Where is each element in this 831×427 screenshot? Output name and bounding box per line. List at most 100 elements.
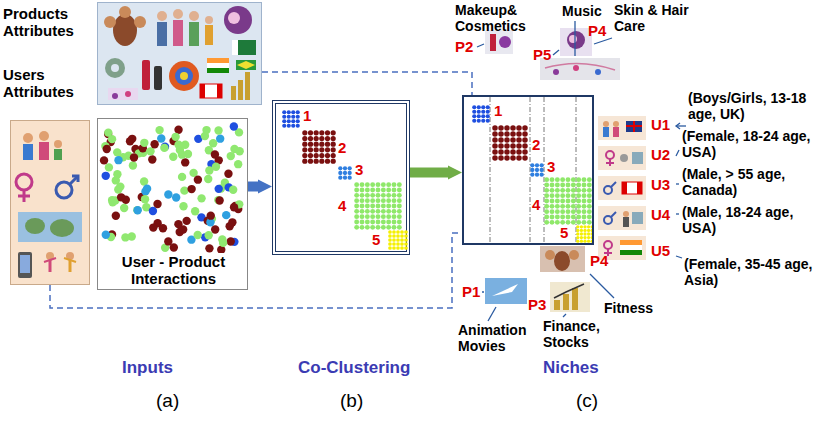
interaction-dot	[140, 177, 148, 185]
cluster-dot	[591, 229, 592, 232]
interaction-dot	[150, 140, 158, 148]
interaction-dot	[121, 233, 129, 241]
interaction-dot	[171, 133, 179, 141]
cluster-dot	[381, 225, 386, 230]
cluster-dot	[365, 220, 370, 225]
cluster-dot	[386, 204, 391, 209]
attribute-panel: Users Attributes	[10, 120, 90, 285]
cluster-dot	[370, 188, 375, 193]
interaction-dot	[112, 212, 120, 220]
cluster-dot	[392, 193, 397, 198]
cluster-dot	[282, 124, 286, 128]
cluster-dot	[392, 238, 396, 242]
interaction-dot	[204, 231, 212, 239]
cluster-dot	[550, 193, 555, 198]
cluster-dot	[544, 177, 549, 182]
cluster-dot	[582, 209, 587, 214]
illustration-part	[567, 31, 585, 49]
cluster-dot	[587, 215, 592, 220]
cluster-dot	[331, 136, 336, 141]
connector	[262, 72, 472, 95]
interaction-dot	[149, 207, 157, 215]
cluster-dot	[370, 198, 375, 203]
cluster-dot	[571, 204, 576, 209]
cluster-dot	[481, 110, 485, 114]
cluster-dot	[583, 236, 586, 239]
cluster-dot	[365, 198, 370, 203]
user-id: U4	[651, 206, 670, 223]
illustration-part	[70, 176, 78, 184]
interaction-dot	[230, 145, 238, 153]
interaction-dot	[130, 153, 138, 161]
cluster-dot	[308, 153, 313, 158]
cluster-dot	[381, 214, 386, 219]
illustration-part	[23, 133, 33, 143]
cluster-dot	[397, 193, 402, 198]
cluster-dot	[302, 159, 307, 164]
cluster-dot	[560, 215, 565, 220]
cluster-dot	[580, 236, 583, 239]
cluster-dot	[492, 131, 498, 137]
illustration-part	[620, 154, 628, 162]
illustration-part	[69, 260, 72, 272]
interaction-dot	[120, 204, 128, 212]
cluster-dot	[325, 159, 330, 164]
cluster-dot	[381, 220, 386, 225]
cluster-dot	[376, 225, 381, 230]
cluster-dot	[516, 149, 522, 155]
cluster-dot	[576, 215, 581, 220]
cluster-dot	[481, 119, 485, 123]
niche-matrix: 12345	[462, 95, 594, 245]
cluster-dot	[535, 168, 539, 172]
cluster-dot	[583, 225, 586, 228]
cluster-dot	[587, 209, 592, 214]
illustration-part	[485, 278, 527, 304]
interaction-dot	[227, 152, 235, 160]
cluster-dot	[576, 232, 579, 235]
cluster-dot	[576, 236, 579, 239]
cluster-dot	[404, 246, 408, 250]
product-id: P2	[455, 38, 473, 55]
cluster-dot	[397, 225, 402, 230]
interaction-dot	[108, 196, 116, 204]
interaction-dot	[143, 184, 151, 192]
cluster-number: 1	[303, 108, 311, 123]
cluster-dot	[481, 114, 485, 118]
cluster-dot	[308, 159, 313, 164]
illustration-part	[237, 61, 255, 69]
interaction-dot	[114, 156, 122, 164]
illustration-part	[550, 282, 590, 312]
illustration-part	[189, 11, 199, 21]
illustration-part	[10, 120, 90, 285]
cluster-dot	[354, 220, 359, 225]
illustration-part	[569, 35, 577, 43]
interaction-dot	[169, 153, 177, 161]
cluster-dot	[331, 130, 336, 135]
illustration-part	[676, 150, 679, 156]
cluster-dot	[392, 225, 397, 230]
cluster-dot	[360, 188, 365, 193]
cluster-dot	[319, 136, 324, 141]
cluster-number: 2	[338, 140, 346, 155]
interaction-dot	[155, 126, 163, 134]
illustration-part	[217, 84, 222, 98]
cluster-dot	[348, 171, 352, 175]
cluster-dot	[504, 155, 510, 161]
cluster-dot	[396, 242, 400, 246]
cluster-dot	[396, 234, 400, 238]
cluster-dot	[392, 242, 396, 246]
interaction-dot	[227, 237, 235, 245]
cluster-dot	[325, 136, 330, 141]
cluster-dot	[319, 142, 324, 147]
cluster-dot	[560, 209, 565, 214]
illustration-part	[482, 291, 484, 292]
cluster-dot	[376, 193, 381, 198]
cluster-dot	[397, 220, 402, 225]
illustration-part	[611, 182, 616, 187]
cluster-dot	[400, 246, 404, 250]
interaction-dot	[181, 158, 189, 166]
cluster-dot	[381, 188, 386, 193]
interaction-dot	[194, 175, 202, 183]
cluster-dot	[498, 137, 504, 143]
cluster-dot	[370, 193, 375, 198]
